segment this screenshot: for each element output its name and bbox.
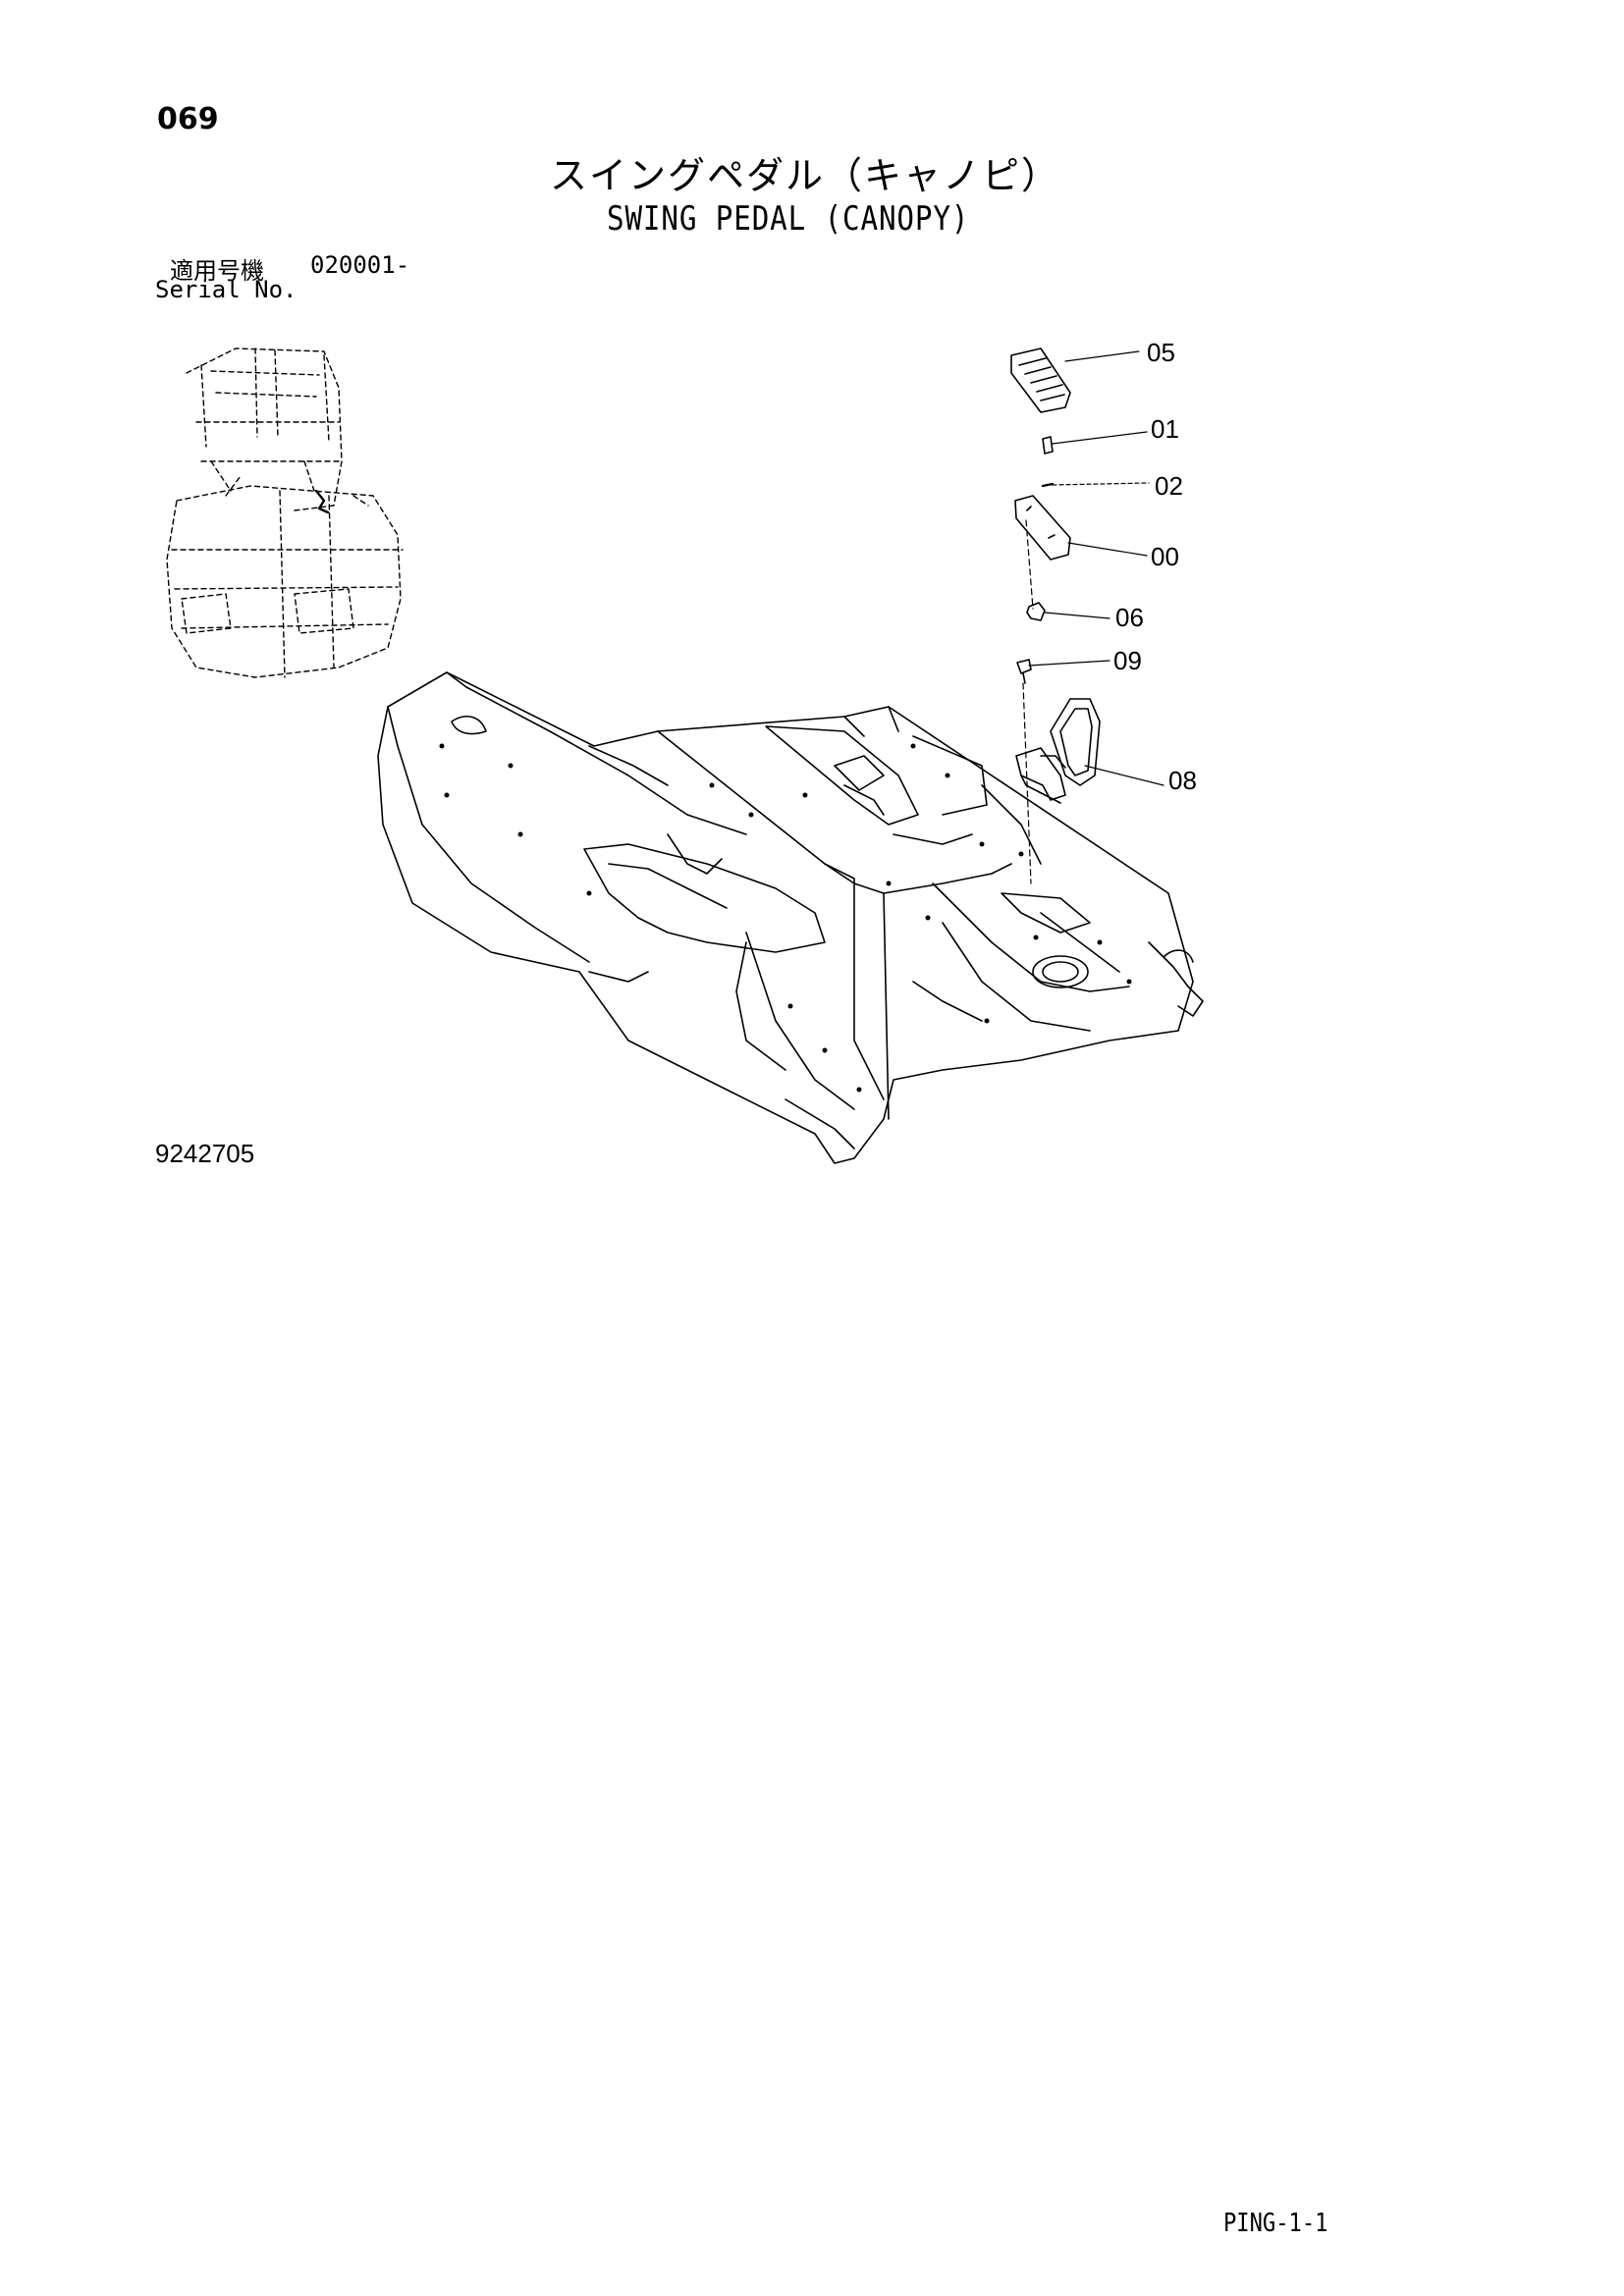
sheet-id: PING-1-1 [1223,2209,1328,2238]
page-title-japanese: スイングペダル（キャノピ） [550,154,1061,197]
callout-label: 01 [1151,414,1179,444]
excavator-locator-illustration [166,347,404,678]
callout-label: 08 [1168,766,1197,795]
part-05-pedal-rubber [1010,347,1140,413]
serial-label-english: Serial No. [155,276,298,303]
pedal-location-marker [314,489,330,514]
part-00-pedal-bracket [1014,495,1148,610]
part-06-nut [1026,602,1110,621]
page-number: 069 [157,102,219,136]
part-08-swing-pedal-assembly [1015,698,1164,804]
callout-label: 06 [1115,603,1144,632]
floor-plate-illustration [377,671,1204,1164]
serial-label-japanese: 適用号機 [170,257,264,285]
serial-range: 020001- [310,251,410,279]
page-title-english: SWING PEDAL (CANOPY) [607,199,970,239]
part-01-pin [1042,431,1148,454]
floor-plate-bolt-holes [439,743,1132,1093]
callout-label: 05 [1147,338,1175,367]
callout-label: 00 [1151,542,1179,571]
callout-label: 02 [1155,471,1183,501]
callout-label: 09 [1113,646,1142,675]
part-02-screw [1041,482,1150,488]
drawing-number: 9242705 [155,1139,255,1168]
part-09-bolt [1016,659,1110,884]
